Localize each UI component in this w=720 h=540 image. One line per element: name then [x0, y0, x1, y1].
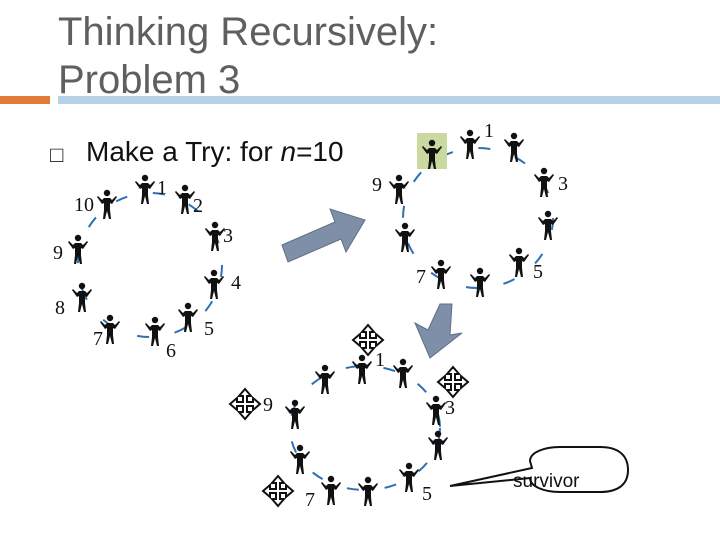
person-a-10 [97, 189, 117, 219]
label-c-9: 9 [263, 394, 273, 416]
label-c-3: 3 [445, 397, 455, 419]
move-icon-3 [229, 388, 261, 420]
circle-a: 1 2 3 4 5 6 7 8 9 10 [53, 174, 241, 362]
label-a-8: 8 [55, 297, 65, 319]
circle-b: 1 3 5 7 9 [372, 120, 568, 297]
label-a-6: 6 [166, 340, 176, 362]
person-b-4 [534, 167, 554, 197]
person-c-3 [393, 358, 413, 388]
title-line-1: Thinking Recursively: [58, 10, 439, 54]
arrow-right-icon [281, 208, 366, 263]
person-a-8 [72, 282, 92, 312]
label-a-2: 2 [193, 195, 203, 217]
label-a-10: 10 [74, 194, 94, 216]
person-a-7 [100, 314, 120, 344]
label-a-1: 1 [157, 177, 167, 199]
label-a-4: 4 [231, 272, 241, 294]
move-icon-2 [437, 366, 469, 398]
label-b-5: 5 [533, 261, 543, 283]
label-b-7: 7 [416, 266, 426, 288]
person-c-10 [285, 399, 305, 429]
survivor-label: survivor [513, 471, 580, 492]
survivor-callout: survivor [449, 446, 630, 493]
person-c-4 [426, 395, 446, 425]
label-b-1: 1 [484, 120, 494, 142]
person-b-9 [395, 222, 415, 252]
label-b-3: 3 [558, 173, 568, 195]
person-b-2 [460, 129, 480, 159]
person-a-5 [178, 302, 198, 332]
bullet-variable: n [280, 136, 297, 167]
person-a-6 [145, 316, 165, 346]
bullet-suffix: =10 [296, 136, 344, 167]
arrow-down-icon [413, 303, 463, 359]
title-line-2: Problem 3 [58, 58, 241, 102]
title-accent-bar [0, 96, 50, 104]
label-c-7: 7 [305, 489, 315, 511]
person-c-5 [428, 430, 448, 460]
circle-c: 1 3 5 7 9 [229, 324, 469, 511]
person-b-3 [504, 132, 524, 162]
title-divider-bar [58, 96, 720, 104]
slide-title: Thinking Recursively: Problem 3 [58, 8, 438, 104]
person-c-7 [358, 476, 378, 506]
bullet-square-icon: □ [50, 142, 64, 167]
label-a-5: 5 [204, 318, 214, 340]
move-icon-4 [262, 475, 294, 507]
label-c-1: 1 [375, 349, 385, 371]
bullet-prefix: Make a Try: for [86, 136, 281, 167]
label-c-5: 5 [422, 483, 432, 505]
person-c-8 [321, 475, 341, 505]
person-b-5 [538, 210, 558, 240]
person-a-3 [205, 221, 225, 251]
person-b-10 [389, 174, 409, 204]
person-c-9 [290, 444, 310, 474]
person-c-6 [399, 462, 419, 492]
person-a-1 [135, 174, 155, 204]
person-c-1 [352, 354, 372, 384]
person-b-7 [470, 267, 490, 297]
label-b-9: 9 [372, 174, 382, 196]
person-a-2 [175, 184, 195, 214]
person-b-6 [509, 247, 529, 277]
bullet-text: Make a Try: for n=10 [86, 136, 344, 168]
label-a-7: 7 [93, 328, 103, 350]
label-a-3: 3 [223, 225, 233, 247]
label-a-9: 9 [53, 242, 63, 264]
